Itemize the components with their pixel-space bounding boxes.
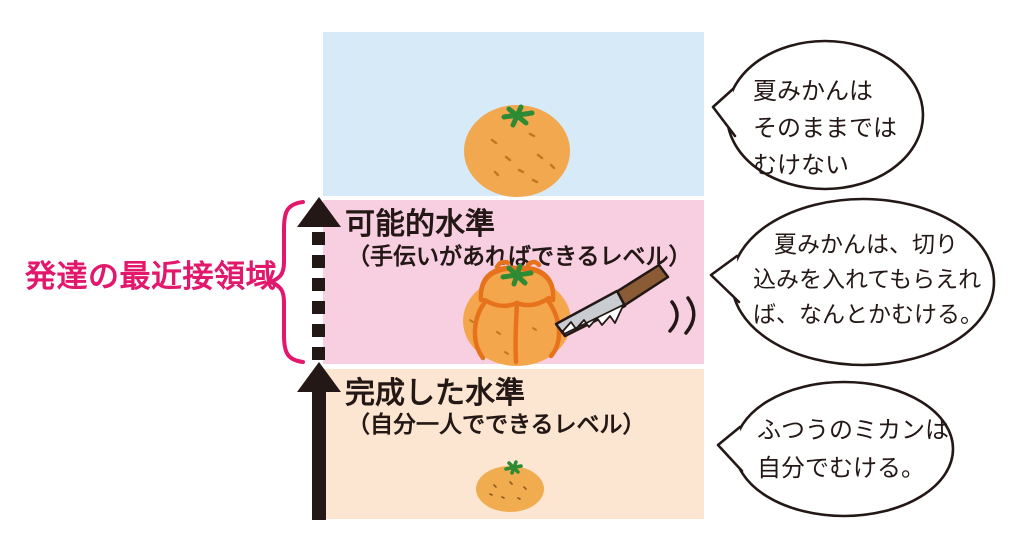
- bubble-line: 込みを入れてもらえれ: [753, 266, 982, 292]
- motion-lines-icon: [668, 296, 696, 335]
- orange-with-knife-icon: [463, 259, 696, 366]
- bubble-text-unreachable: 夏みかんは そのままでは むけない: [753, 73, 897, 184]
- zone-achieved-title: 完成した水準: [345, 377, 525, 410]
- zpd-brace-icon: [266, 200, 305, 364]
- zpd-label: 発達の最近接領域: [25, 259, 277, 294]
- speech-bubble-unreachable: [711, 39, 925, 191]
- orange-stem-icon: [501, 104, 535, 128]
- dashed-up-arrow-icon: [297, 197, 341, 227]
- bubble-line: ふつうのミカンは: [757, 417, 949, 444]
- orange-speckles: [469, 319, 537, 355]
- orange-body: [464, 105, 570, 197]
- speech-bubble-potential: [709, 197, 996, 367]
- bubble-line: 夏みかんは: [753, 78, 873, 105]
- bubble-line: そのままでは: [753, 115, 897, 142]
- zone-potential-title: 可能的水準: [345, 208, 495, 241]
- orange-speckles: [490, 132, 556, 184]
- zone-achieved-subtitle: （自分一人でできるレベル）: [347, 411, 646, 437]
- bubble-pointer: [716, 425, 744, 473]
- bubble-line: 自分でむける。: [757, 455, 925, 482]
- bubble-line: むけない: [753, 152, 849, 179]
- bubble-text-potential: 夏みかんは、切り 込みを入れてもらえれ ば、なんとかむける。: [753, 227, 983, 332]
- natsumikan-orange-icon: [464, 104, 570, 197]
- bubble-text-achieved: ふつうのミカンは 自分でむける。: [757, 412, 949, 488]
- bubble-line: ば、なんとかむける。: [753, 301, 983, 327]
- orange-body: [476, 466, 544, 512]
- solid-up-arrow-shaft: [312, 390, 326, 520]
- mandarin-orange-icon: [476, 460, 544, 512]
- bubble-line: 夏みかんは、切り: [774, 231, 958, 257]
- orange-speckles: [489, 481, 527, 500]
- bubble-pointer: [709, 254, 741, 304]
- knife-serrated-edge: [562, 304, 624, 335]
- orange-stem-icon: [500, 263, 534, 287]
- orange-stem-icon: [504, 460, 523, 475]
- speech-bubble-achieved: [716, 380, 955, 518]
- bubble-pointer: [711, 87, 737, 138]
- dashed-up-arrow-shaft: [312, 232, 325, 360]
- solid-up-arrow-icon: [297, 362, 341, 392]
